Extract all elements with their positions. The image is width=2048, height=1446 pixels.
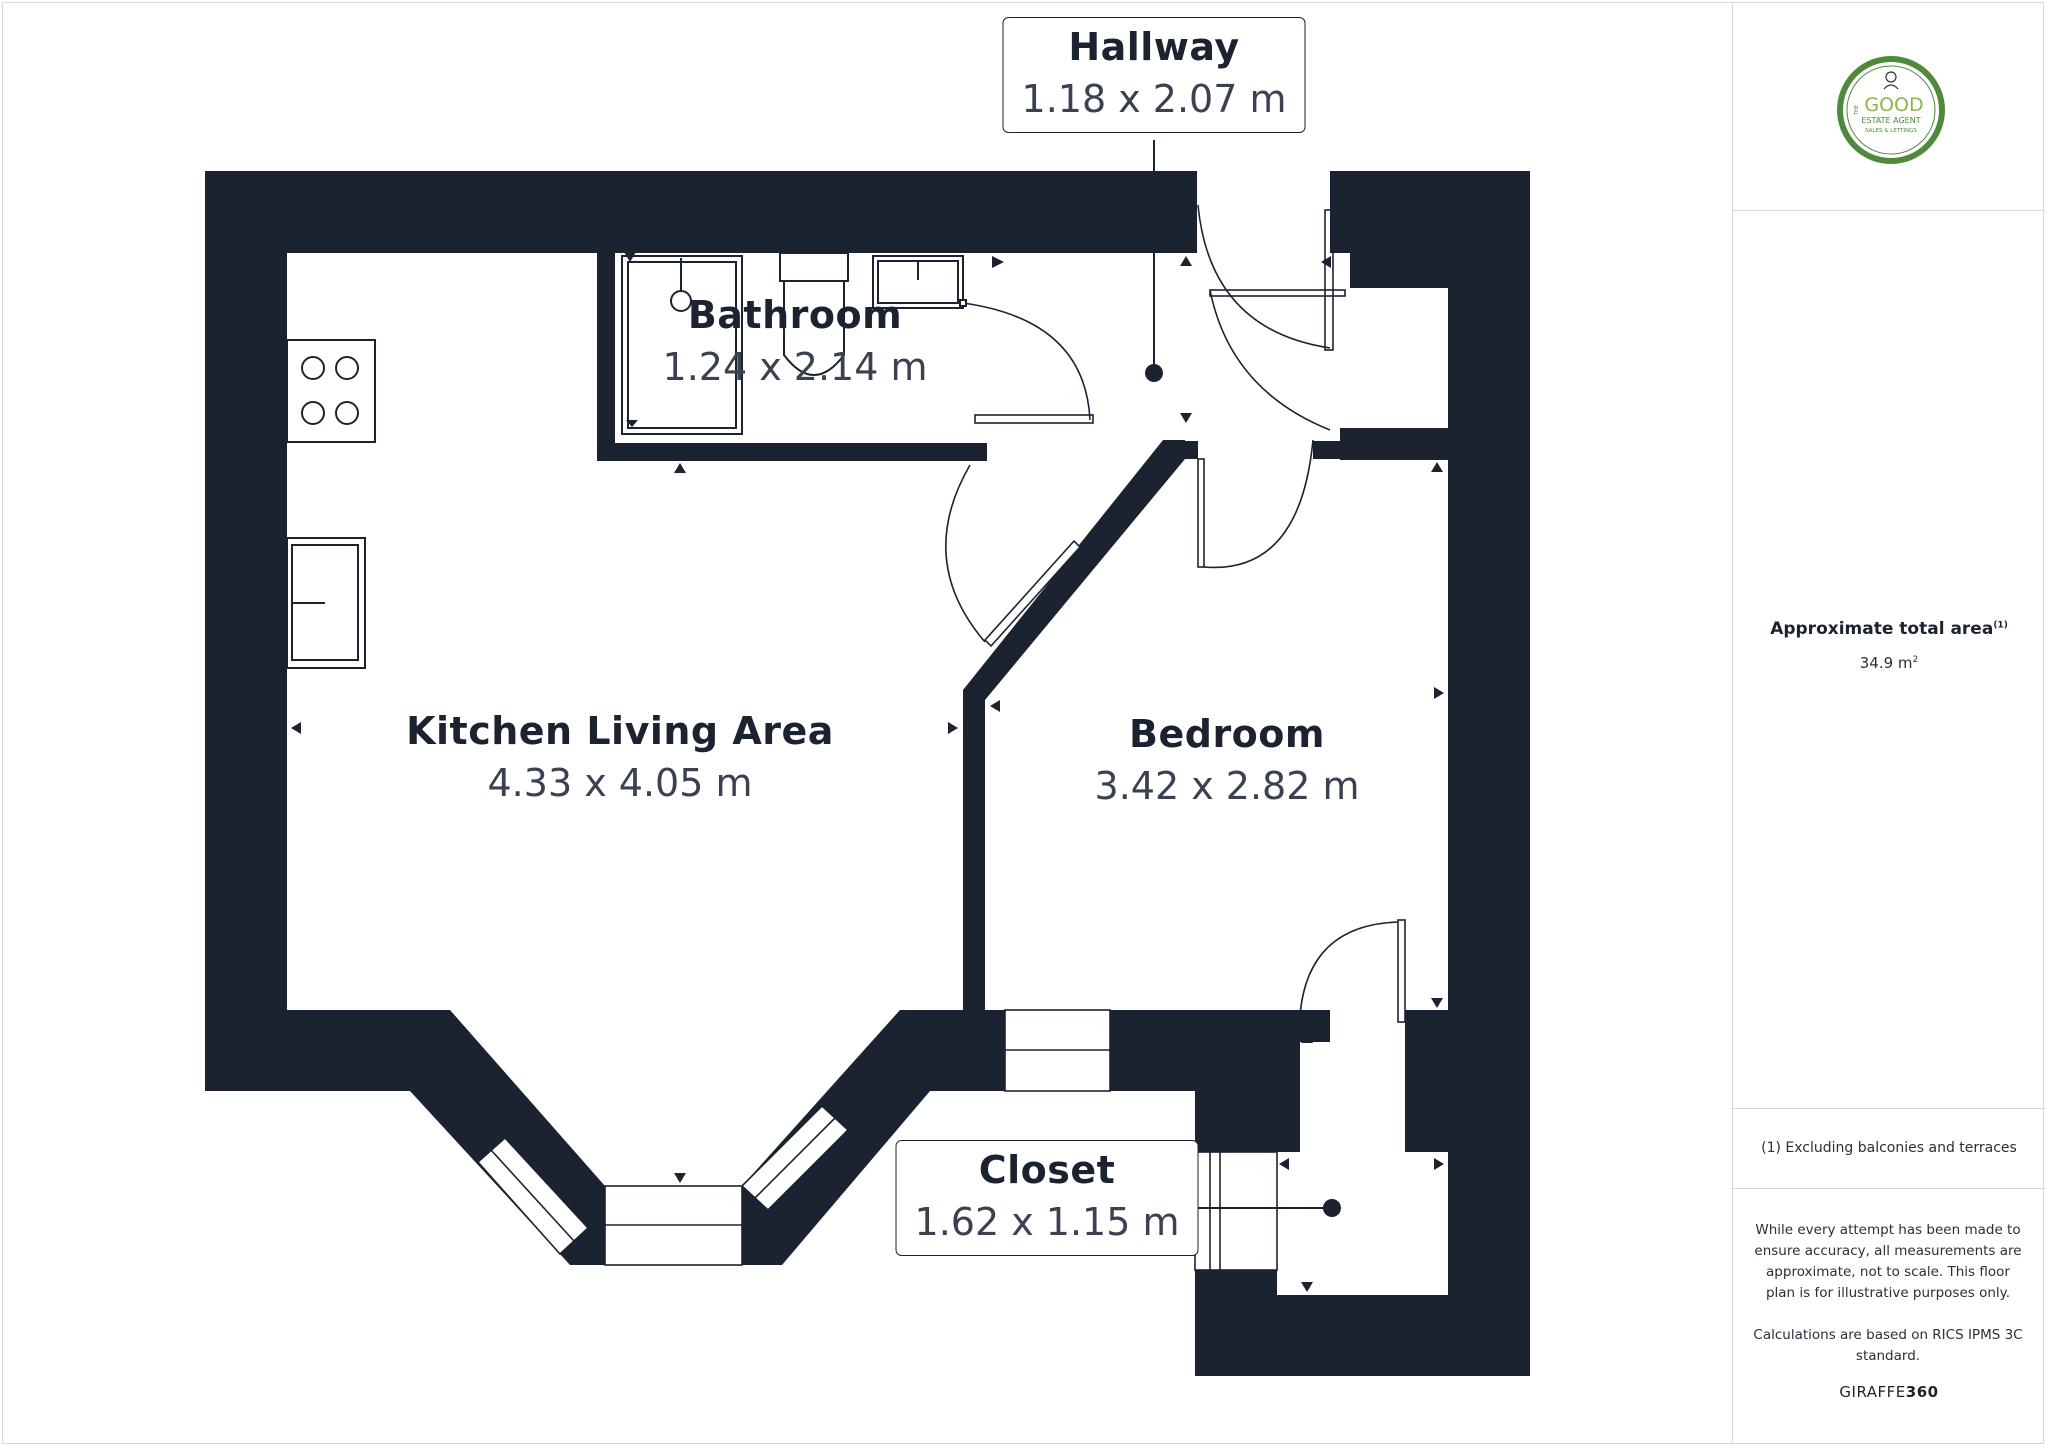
divider: [1733, 210, 2045, 211]
total-area-value: 34.9 m2: [1733, 654, 2045, 672]
room-name: Closet: [978, 1148, 1116, 1192]
agent-figure-icon: [1883, 71, 1899, 90]
logo-sales-lettings: SALES & LETTINGS: [1865, 128, 1917, 134]
windows: [476, 1009, 1278, 1271]
measurement-markers: [291, 140, 1444, 1292]
floor-plan-drawing: [205, 140, 1530, 1376]
room-name: Bathroom: [687, 293, 903, 337]
total-area-value-text: 34.9 m: [1859, 654, 1913, 672]
doors: [945, 204, 1406, 1023]
logo-the: THE: [1854, 105, 1860, 116]
logo-good: GOOD: [1864, 94, 1923, 116]
area-unit-superscript: 2: [1912, 655, 1919, 665]
kitchen-living-area-label: Kitchen Living Area 4.33 x 4.05 m: [406, 706, 834, 810]
brand-bold: 360: [1905, 1383, 1939, 1401]
total-area-title: Approximate total area(1): [1733, 619, 2045, 639]
disclaimer-text: While every attempt has been made to ens…: [1754, 1222, 2022, 1301]
estate-agent-logo: THE GOOD ESTATE AGENT SALES & LETTINGS: [1837, 56, 1945, 164]
divider: [1733, 1188, 2045, 1189]
room-name: Hallway: [1068, 25, 1240, 69]
room-dimensions: 1.62 x 1.15 m: [914, 1200, 1180, 1244]
area-footnote: (1) Excluding balconies and terraces: [1761, 1140, 2017, 1156]
total-area-note-marker: (1): [1993, 620, 2008, 631]
calculation-note: Calculations are based on RICS IPMS 3C s…: [1753, 1327, 2023, 1364]
divider: [1733, 1108, 2045, 1109]
info-sidebar: THE GOOD ESTATE AGENT SALES & LETTINGS A…: [1732, 2, 2045, 1444]
total-area-title-text: Approximate total area: [1770, 619, 1994, 639]
room-dimensions: 1.24 x 2.14 m: [662, 345, 928, 389]
room-name: Kitchen Living Area: [406, 709, 834, 753]
bedroom-label: Bedroom 3.42 x 2.82 m: [1095, 709, 1360, 813]
room-dimensions: 4.33 x 4.05 m: [487, 761, 753, 805]
disclaimer: While every attempt has been made to ens…: [1753, 1220, 2023, 1388]
walls: [205, 171, 1530, 1376]
bathroom-label: Bathroom 1.24 x 2.14 m: [663, 290, 928, 394]
hallway-label: Hallway 1.18 x 2.07 m: [1002, 17, 1306, 133]
room-dimensions: 1.18 x 2.07 m: [1021, 77, 1287, 121]
brand-light: GIRAFFE: [1839, 1383, 1906, 1401]
room-dimensions: 3.42 x 2.82 m: [1094, 764, 1360, 808]
fixtures: [286, 252, 964, 669]
closet-label: Closet 1.62 x 1.15 m: [895, 1140, 1199, 1256]
giraffe360-brand: GIRAFFE360: [1733, 1383, 2045, 1401]
logo-estate-agent: ESTATE AGENT: [1861, 116, 1920, 125]
room-name: Bedroom: [1129, 712, 1325, 756]
